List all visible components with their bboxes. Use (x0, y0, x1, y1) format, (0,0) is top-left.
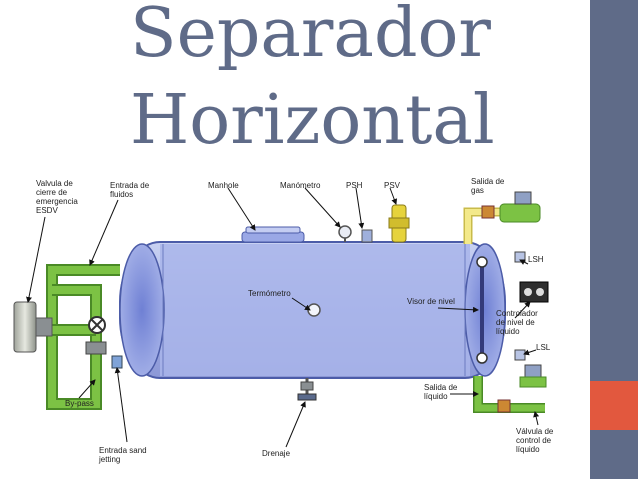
label-drenaje: Drenaje (262, 449, 291, 458)
level-gauge (476, 256, 488, 364)
level-controller (519, 281, 549, 303)
label-entrada-fluidos: Entrada de fluidos (110, 181, 151, 199)
psv-valve (388, 204, 410, 243)
esdv-actuator (13, 301, 53, 353)
label-lsl: LSL (536, 343, 551, 352)
title-line-1: Separador (130, 0, 491, 73)
label-termometro: Termómetro (248, 289, 291, 298)
label-entrada-sand: Entrada sand jetting (98, 446, 149, 464)
sand-jetting-nozzle (111, 355, 123, 369)
label-manometro: Manómetro (280, 181, 321, 190)
label-salida-gas: Salida de gas (471, 177, 507, 195)
label-esdv: Valvula de cierre de emergencia ESDV (36, 179, 80, 215)
label-psv: PSV (384, 181, 401, 190)
inlet-piping (46, 264, 120, 410)
drain-valve (297, 378, 317, 401)
sidebar-accent (590, 381, 638, 430)
label-valvula-control: Válvula de control de líquido (516, 427, 556, 454)
label-visor-nivel: Visor de nivel (407, 297, 455, 306)
bypass-valve (85, 316, 107, 355)
label-salida-liquido: Salida de líquido (424, 383, 460, 401)
vessel-left-head (119, 243, 165, 377)
psh-switch (361, 229, 373, 243)
manometro-gauge (338, 225, 352, 242)
label-controlador: Controlador de nivel de líquido (496, 309, 540, 336)
label-bypass: By-pass (65, 399, 94, 408)
gas-outlet-pipe (463, 191, 541, 244)
separator-diagram: Valvula de cierre de emergencia ESDV Ent… (13, 177, 556, 464)
manhole (241, 226, 305, 243)
label-lsh: LSH (528, 255, 544, 264)
label-psh: PSH (346, 181, 363, 190)
leader-lines (26, 187, 540, 448)
title-line-2: Horizontal (130, 81, 495, 160)
label-manhole: Manhole (208, 181, 239, 190)
lsl-switch (514, 349, 526, 361)
liquid-outlet-pipe (473, 364, 547, 413)
